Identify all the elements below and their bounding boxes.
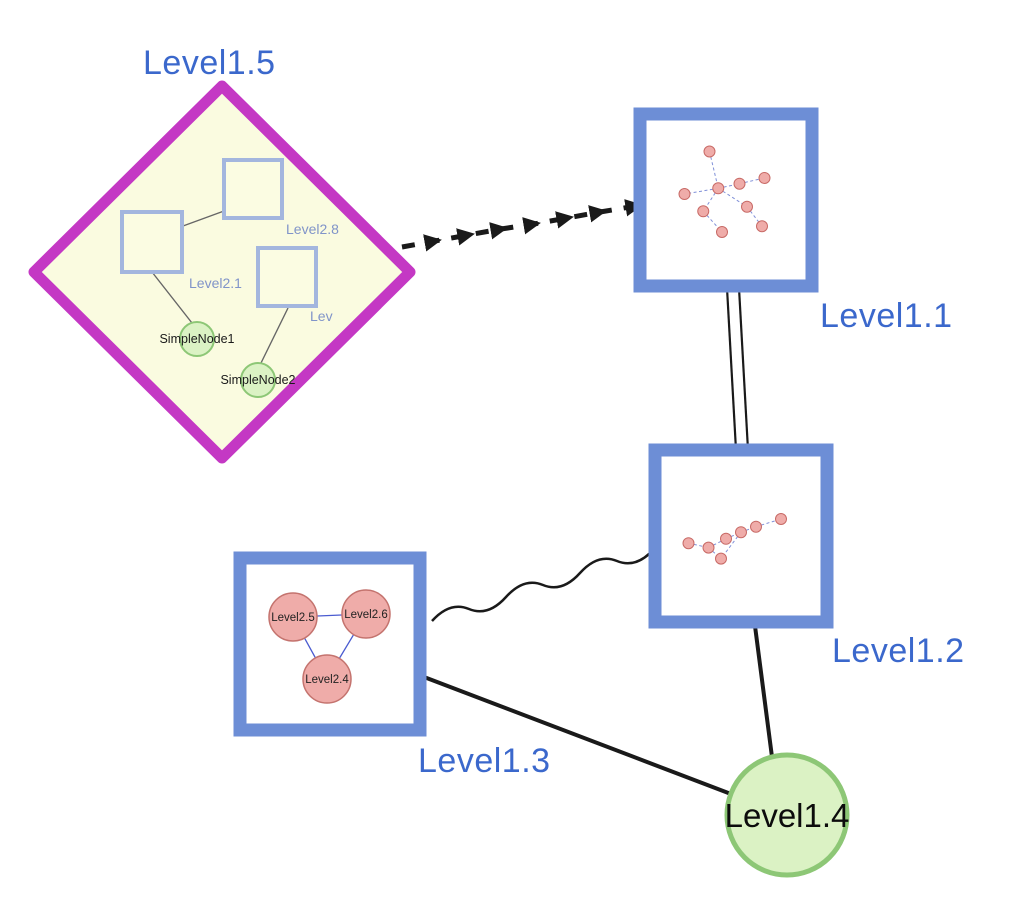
node-level2-right[interactable] [256, 246, 318, 308]
mini-graph-node[interactable] [697, 205, 710, 218]
node-label-level2-5: Level2.5 [271, 612, 314, 624]
mini-graph-node[interactable] [733, 177, 746, 190]
node-level2-4[interactable] [302, 654, 352, 704]
node-level1-4[interactable]: Level1.4 [724, 752, 850, 878]
mini-graph-node[interactable] [775, 513, 787, 525]
node-label-level1-5: Level1.5 [143, 44, 276, 82]
node-simplenode2[interactable] [240, 362, 276, 398]
level1-3-box[interactable] [233, 551, 427, 737]
mini-graph-node[interactable] [758, 171, 771, 184]
node-label-level2-6: Level2.6 [344, 609, 387, 621]
level1-1-box[interactable] [633, 107, 819, 293]
mini-graph-node[interactable] [756, 220, 768, 233]
double-edge-line-1[interactable] [725, 287, 738, 451]
mini-graph-node[interactable] [712, 182, 725, 195]
node-simplenode1[interactable] [179, 321, 215, 357]
inner-edge-square-top-left[interactable] [182, 210, 225, 227]
level1-4-circle[interactable] [724, 752, 850, 878]
mini-graph-node[interactable] [682, 537, 695, 550]
edges-layer [401, 199, 774, 796]
edge-level11-to-level12-double[interactable] [725, 287, 750, 451]
inner-edge-square-left-simplenode1[interactable] [151, 271, 193, 324]
node-level2-6[interactable] [341, 589, 391, 639]
node-label-level2-8: Level2.8 [286, 221, 339, 237]
node-level2-5[interactable] [268, 592, 318, 642]
node-label-simplenode2: SimpleNode2 [220, 373, 295, 387]
node-level1-1[interactable]: Level1.1 [633, 107, 953, 335]
node-level2-8[interactable] [222, 158, 284, 220]
node-label-level1-3: Level1.3 [418, 742, 551, 780]
mini-graph-edge[interactable] [755, 518, 782, 528]
mini-graph-node[interactable] [715, 552, 727, 565]
level1-1-inner-graph[interactable] [678, 145, 771, 238]
node-label-level2-right: Lev [310, 308, 333, 324]
edge-level15-to-level11-arrow[interactable] [401, 199, 643, 252]
mini-graph-edge[interactable] [709, 151, 719, 189]
mini-graph-node[interactable] [750, 520, 762, 533]
node-label-level1-4: Level1.4 [725, 797, 850, 834]
mini-graph-node[interactable] [678, 188, 691, 201]
node-label-level2-4: Level2.4 [305, 674, 349, 686]
node-level1-2[interactable]: Level1.2 [648, 443, 965, 670]
mini-graph-node[interactable] [735, 526, 747, 539]
mini-graph-node[interactable] [716, 226, 728, 238]
double-edge-line-2[interactable] [737, 287, 750, 451]
mini-graph-node[interactable] [703, 145, 716, 158]
mini-graph-node[interactable] [702, 541, 715, 554]
level1-5-diamond-shape[interactable] [28, 80, 416, 464]
node-level1-5[interactable]: Level1.5 Level2.8 Level2.1 Lev SimpleNod… [28, 44, 416, 464]
edge-level12-to-level14[interactable] [753, 624, 774, 759]
node-level1-3[interactable]: Level2.5 Level2.6 Level2.4 Level1.3 [233, 551, 551, 780]
node-label-level1-2: Level1.2 [832, 632, 965, 670]
mini-graph-node[interactable] [741, 200, 753, 213]
mini-graph-node[interactable] [720, 532, 732, 545]
node-label-level1-1: Level1.1 [820, 297, 953, 335]
edge-level13-to-level12-wavy[interactable] [431, 548, 655, 622]
inner-edge-square-right-simplenode2[interactable] [260, 307, 289, 364]
level1-2-inner-graph[interactable] [682, 513, 787, 565]
mini-graph-edge[interactable] [746, 206, 763, 227]
mini-graph-edge[interactable] [739, 177, 765, 185]
edge-level13-to-level14[interactable] [422, 675, 733, 796]
node-label-level2-1: Level2.1 [189, 275, 242, 291]
node-label-simplenode1: SimpleNode1 [159, 332, 234, 346]
node-level2-1[interactable] [120, 210, 184, 274]
